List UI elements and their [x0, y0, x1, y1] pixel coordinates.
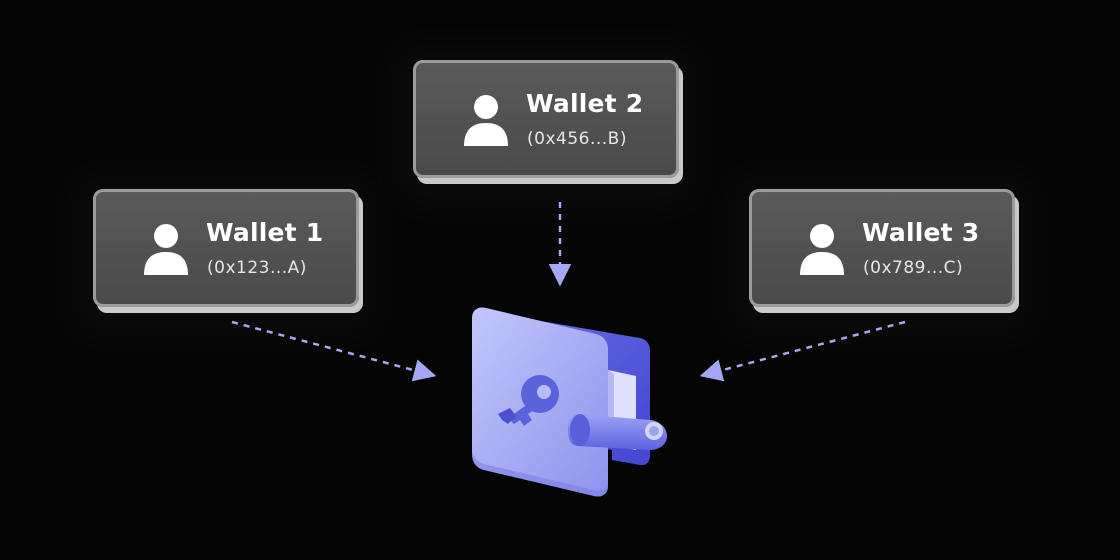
- user-icon: [144, 224, 188, 275]
- arrow-wallet-1: [231, 320, 437, 382]
- wallet-key-icon: [472, 307, 667, 497]
- user-icon: [464, 95, 508, 146]
- wallet-address: (0x456...B): [527, 129, 627, 149]
- wallet-name: Wallet 3: [862, 218, 980, 247]
- user-icon: [800, 224, 844, 275]
- wallet-address: (0x123...A): [207, 258, 307, 278]
- wallet-name: Wallet 2: [526, 89, 644, 118]
- arrow-wallet-3: [699, 320, 906, 382]
- wallet-name: Wallet 1: [206, 218, 324, 247]
- wallet-card-3[interactable]: Wallet 3 (0x789...C): [749, 189, 1015, 307]
- wallet-card-1[interactable]: Wallet 1 (0x123...A): [93, 189, 359, 307]
- wallet-address: (0x789...C): [863, 258, 964, 278]
- wallet-card-2[interactable]: Wallet 2 (0x456...B): [413, 60, 679, 178]
